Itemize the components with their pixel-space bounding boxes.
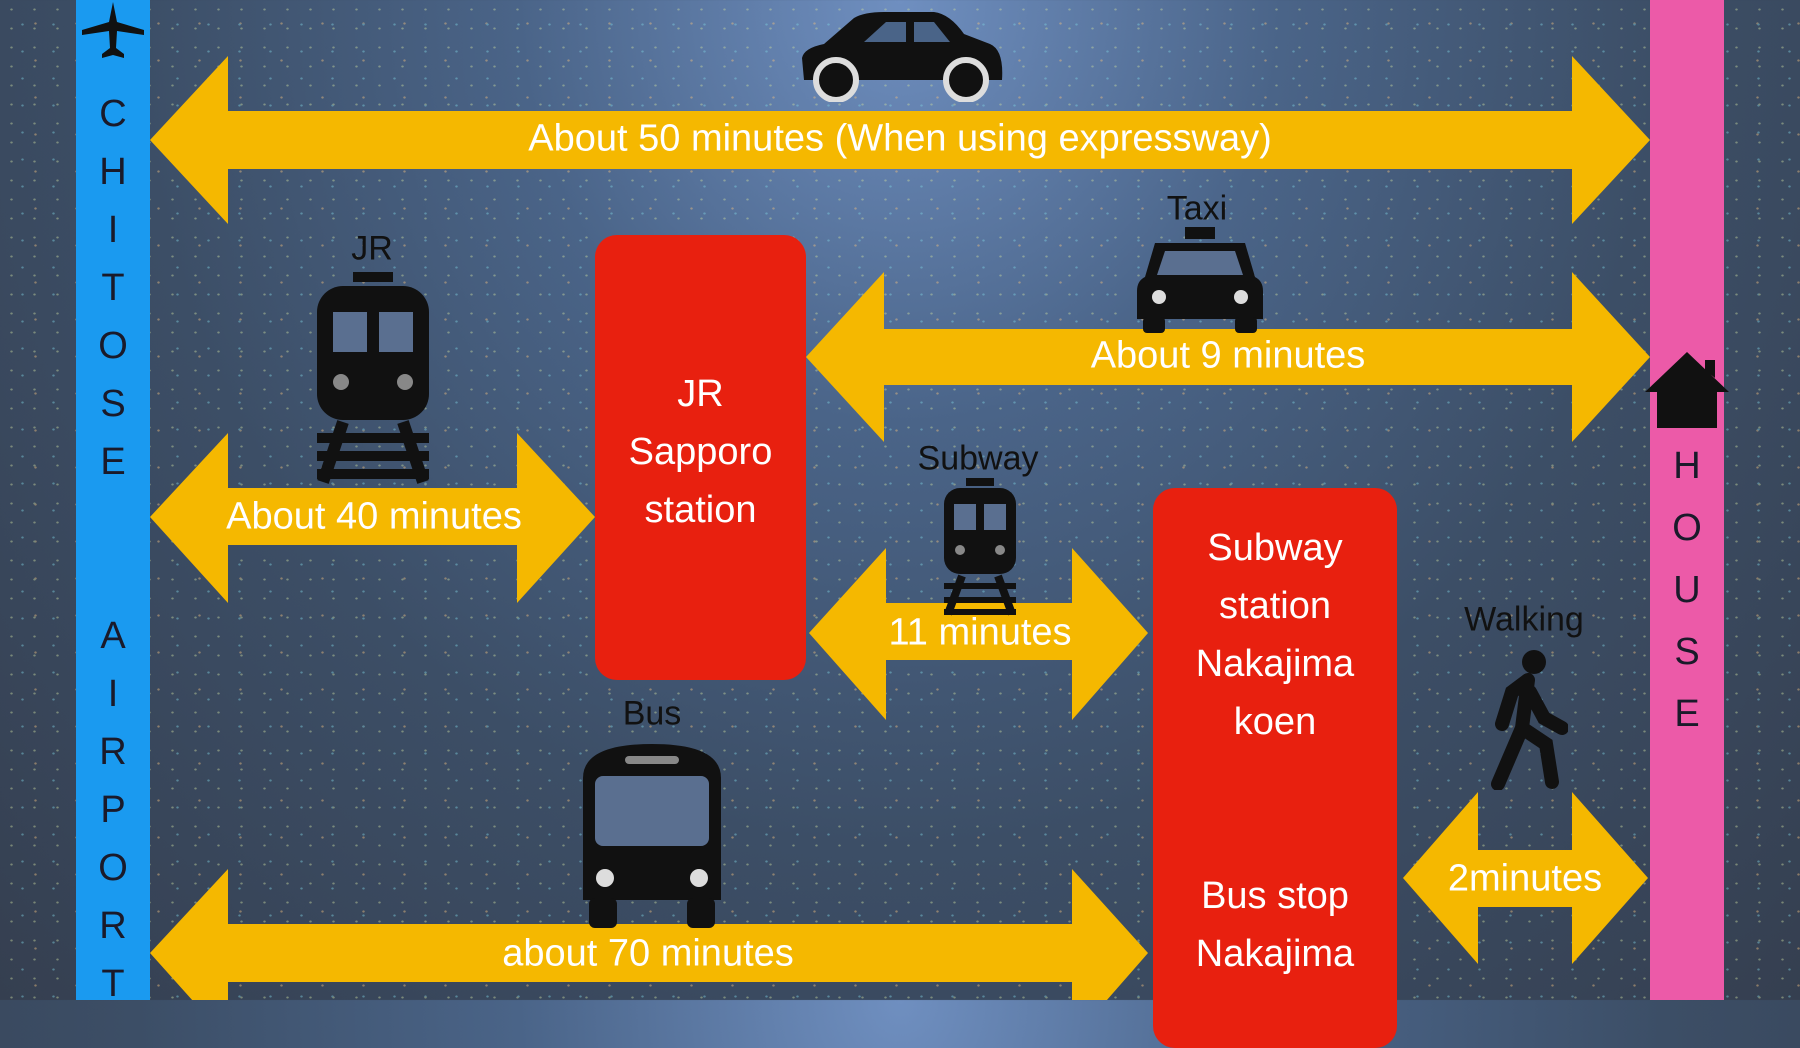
subway-arrow bbox=[809, 548, 1148, 720]
walking-mode-label: Walking bbox=[1464, 600, 1584, 639]
taxi-time-label: About 9 minutes bbox=[1090, 334, 1366, 377]
house-icon bbox=[1645, 352, 1729, 428]
route-arrows bbox=[150, 56, 1650, 1000]
car-arrow bbox=[150, 56, 1650, 224]
bus-mode-label: Bus bbox=[622, 694, 682, 733]
bus-arrow bbox=[150, 869, 1148, 1000]
walking-time-label: 2minutes bbox=[1447, 857, 1603, 900]
airplane-icon bbox=[82, 2, 144, 58]
jr-mode-label: JR bbox=[351, 229, 393, 268]
train-icon bbox=[317, 272, 429, 484]
car-icon bbox=[802, 12, 1003, 102]
jr-arrow bbox=[150, 433, 595, 603]
subway-mode-label: Subway bbox=[917, 439, 1039, 478]
taxi-icon bbox=[1137, 227, 1263, 333]
subway-time-label: 11 minutes bbox=[888, 611, 1072, 654]
house-bar: HOUSE bbox=[1650, 0, 1724, 1000]
bus-icon bbox=[583, 744, 721, 928]
car-time-label: About 50 minutes (When using expressway) bbox=[528, 117, 1272, 160]
bus-time-label: about 70 minutes bbox=[502, 932, 794, 975]
taxi-mode-label: Taxi bbox=[1166, 189, 1228, 228]
subway-icon bbox=[944, 478, 1016, 616]
walking-arrow bbox=[1403, 792, 1648, 964]
jr-time-label: About 40 minutes bbox=[226, 495, 522, 538]
taxi-arrow bbox=[806, 272, 1650, 442]
walking-icon bbox=[1491, 650, 1568, 790]
house-label: HOUSE bbox=[1666, 445, 1708, 755]
